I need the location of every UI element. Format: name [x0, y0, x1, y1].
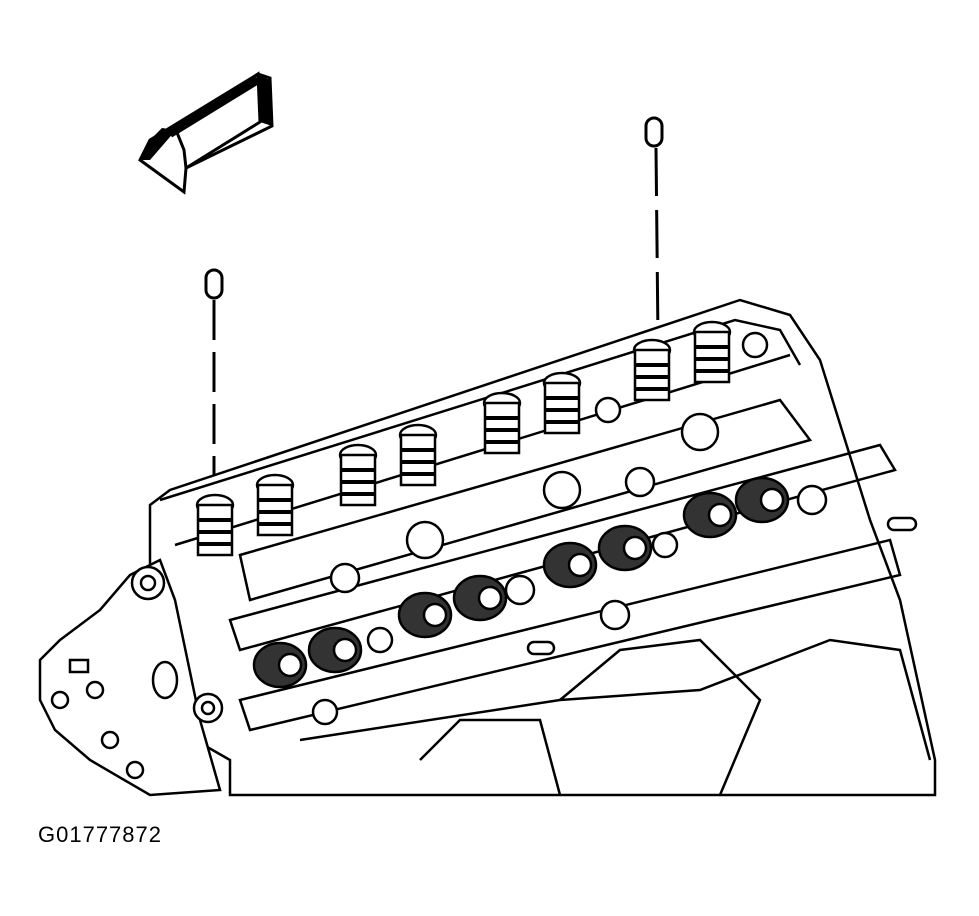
o-ring-seal-icon [644, 116, 664, 148]
front-direction-arrow-icon [138, 71, 274, 195]
o-ring-seal-left [204, 268, 224, 500]
engine-diagram [38, 71, 937, 797]
cylinder-head [38, 298, 937, 797]
rail-slot [526, 516, 918, 656]
o-ring-seal-icon [204, 268, 224, 300]
valve-springs-lower [252, 476, 790, 689]
valve-springs-upper [195, 320, 732, 557]
figure-id-label: G01777872 [38, 822, 162, 847]
o-ring-seal-right [644, 116, 664, 341]
head-bolt-bosses [130, 331, 828, 726]
front-cover-details [50, 658, 179, 780]
